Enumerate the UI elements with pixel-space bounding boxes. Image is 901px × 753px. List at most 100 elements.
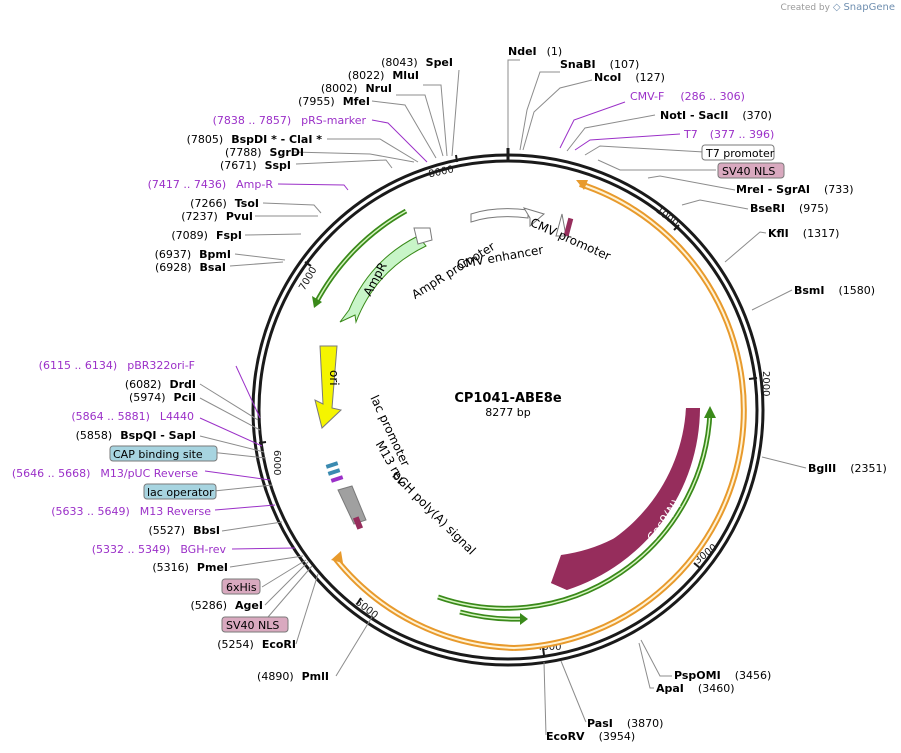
label-bpmi: BpmI bbox=[199, 248, 231, 261]
svg-text:(7671)SspI: (7671)SspI bbox=[220, 159, 291, 172]
label-snabi: SnaBI bbox=[560, 58, 596, 71]
plasmid-size: 8277 bp bbox=[485, 406, 530, 419]
ori-label: ori bbox=[327, 370, 341, 386]
svg-text:(5286)AgeI: (5286)AgeI bbox=[190, 599, 263, 612]
sv40-nls-box-1 bbox=[717, 162, 785, 179]
svg-text:(8043)SpeI: (8043)SpeI bbox=[381, 56, 453, 69]
svg-text:EcoRV(3954): EcoRV(3954) bbox=[546, 730, 635, 743]
label-ncoi: NcoI bbox=[594, 71, 621, 84]
label-ndei: NdeI bbox=[508, 45, 537, 58]
label-pbr322ori-f: pBR322ori-F bbox=[127, 359, 195, 372]
label-prs-marker: pRS-marker bbox=[301, 114, 366, 127]
label-bspqi: BspQI - SapI bbox=[120, 429, 196, 442]
svg-text:MreI - SgrAI(733): MreI - SgrAI(733) bbox=[736, 183, 854, 196]
snapgene-logo-icon: ◇ bbox=[832, 2, 841, 13]
label-sspi: SspI bbox=[265, 159, 291, 172]
label-pspomi: PspOMI bbox=[674, 669, 721, 682]
svg-text:CMV-F(286 .. 306): CMV-F(286 .. 306) bbox=[630, 90, 745, 103]
label-mlui: MluI bbox=[392, 69, 419, 82]
label-fspi: FspI bbox=[216, 229, 242, 242]
label-bglii: BglII bbox=[808, 462, 836, 475]
svg-text:BseRI(975): BseRI(975) bbox=[750, 202, 829, 215]
label-pcii: PciI bbox=[174, 391, 196, 404]
svg-text:(7838 .. 7857)pRS-marker: (7838 .. 7857)pRS-marker bbox=[213, 114, 367, 127]
label-pvui: PvuI bbox=[226, 210, 253, 223]
label-bbsi: BbsI bbox=[193, 524, 220, 537]
svg-text:(5858)BspQI - SapI: (5858)BspQI - SapI bbox=[76, 429, 196, 442]
tick-6000: 6000 bbox=[271, 450, 282, 475]
left-leaders bbox=[199, 69, 460, 677]
snapgene-credit: Created by ◇ SnapGene bbox=[780, 2, 895, 13]
svg-text:(7089)FspI: (7089)FspI bbox=[171, 229, 242, 242]
label-pmei: PmeI bbox=[197, 561, 228, 574]
label-ecori: EcoRI bbox=[262, 638, 296, 651]
right-leaders bbox=[507, 59, 807, 736]
left-boxed-labels: CAP binding site lac operator 6xHis SV40… bbox=[109, 445, 289, 633]
label-nrui: NruI bbox=[365, 82, 392, 95]
svg-text:(4890)PmlI: (4890)PmlI bbox=[257, 670, 329, 683]
plasmid-name: CP1041-ABE8e bbox=[454, 391, 562, 406]
label-bsmi: BsmI bbox=[794, 284, 825, 297]
svg-text:(7237)PvuI: (7237)PvuI bbox=[181, 210, 253, 223]
label-lac-operator: lac operator bbox=[147, 486, 214, 499]
label-t7-promoter: T7 promoter bbox=[705, 147, 775, 160]
svg-text:(7788)SgrDI: (7788)SgrDI bbox=[225, 146, 304, 159]
label-apai: ApaI bbox=[656, 682, 684, 695]
tick-2000: 2000 bbox=[760, 371, 771, 396]
svg-text:(5254)EcoRI: (5254)EcoRI bbox=[217, 638, 296, 651]
svg-text:ApaI(3460): ApaI(3460) bbox=[656, 682, 734, 695]
svg-text:PasI(3870): PasI(3870) bbox=[587, 717, 663, 730]
tick-8000: 8000 bbox=[428, 164, 455, 180]
green-arcs bbox=[312, 208, 716, 625]
svg-text:(8022)MluI: (8022)MluI bbox=[348, 69, 419, 82]
left-labels: (8043)SpeI (8022)MluI (8002)NruI (7955)M… bbox=[12, 56, 453, 683]
svg-text:(5527)BbsI: (5527)BbsI bbox=[149, 524, 220, 537]
ori-feature: ori bbox=[314, 345, 343, 429]
svg-text:(5316)PmeI: (5316)PmeI bbox=[152, 561, 228, 574]
svg-text:T7(377 .. 396): T7(377 .. 396) bbox=[683, 128, 774, 141]
label-sgrdi: SgrDI bbox=[270, 146, 304, 159]
svg-text:(5633 .. 5649)M13 Reverse: (5633 .. 5649)M13 Reverse bbox=[51, 505, 211, 518]
svg-text:PspOMI(3456): PspOMI(3456) bbox=[674, 669, 771, 682]
label-bseri: BseRI bbox=[750, 202, 785, 215]
credit-brand: SnapGene bbox=[843, 2, 895, 13]
svg-text:(6937)BpmI: (6937)BpmI bbox=[155, 248, 231, 261]
svg-text:(7955)MfeI: (7955)MfeI bbox=[298, 95, 370, 108]
cap-binding-site-box bbox=[109, 445, 218, 462]
label-amp-r: Amp-R bbox=[236, 178, 273, 191]
label-m13-puc-reverse: M13/pUC Reverse bbox=[100, 467, 198, 480]
label-cap-binding-site: CAP binding site bbox=[113, 448, 203, 461]
label-cmv-f: CMV-F bbox=[630, 90, 664, 103]
right-labels: NdeI(1) SnaBI(107) NcoI(127) CMV-F(286 .… bbox=[508, 45, 887, 743]
svg-text:(6115 .. 6134)pBR322ori-F: (6115 .. 6134)pBR322ori-F bbox=[39, 359, 195, 372]
label-bgh-rev: BGH-rev bbox=[180, 543, 226, 556]
label-ecorv: EcoRV bbox=[546, 730, 585, 743]
label-noti: NotI - SacII bbox=[660, 109, 728, 122]
label-pasi: PasI bbox=[587, 717, 613, 730]
svg-text:BglII(2351): BglII(2351) bbox=[808, 462, 887, 475]
label-agei: AgeI bbox=[235, 599, 263, 612]
label-mrei: MreI - SgrAI bbox=[736, 183, 810, 196]
label-spei: SpeI bbox=[426, 56, 453, 69]
svg-text:(7417 .. 7436)Amp-R: (7417 .. 7436)Amp-R bbox=[148, 178, 274, 191]
his6-box bbox=[221, 578, 261, 595]
svg-text:(5864 .. 5881)L4440: (5864 .. 5881)L4440 bbox=[71, 410, 194, 423]
svg-text:(5332 .. 5349)BGH-rev: (5332 .. 5349)BGH-rev bbox=[92, 543, 227, 556]
label-6xhis: 6xHis bbox=[226, 581, 257, 594]
label-sv40-nls-1: SV40 NLS bbox=[722, 165, 775, 178]
svg-text:(6082)DrdI: (6082)DrdI bbox=[125, 378, 196, 391]
svg-text:(5974)PciI: (5974)PciI bbox=[129, 391, 196, 404]
label-bspdi: BspDI * - ClaI * bbox=[231, 133, 322, 146]
label-kfli: KflI bbox=[768, 227, 789, 240]
sv40-nls-box-2 bbox=[221, 616, 289, 633]
backbone bbox=[251, 148, 765, 667]
ampr-label: AmpR bbox=[361, 260, 390, 298]
ampr-promoter-label: AmpR promoter bbox=[409, 239, 497, 301]
credit-prefix: Created by bbox=[780, 3, 830, 13]
label-pmli: PmlI bbox=[302, 670, 329, 683]
lac-operator-box bbox=[143, 483, 217, 500]
plasmid-title: CP1041-ABE8e 8277 bp bbox=[454, 391, 562, 419]
svg-text:(8002)NruI: (8002)NruI bbox=[321, 82, 392, 95]
svg-text:(5646 .. 5668)M13/pUC Reverse: (5646 .. 5668)M13/pUC Reverse bbox=[12, 467, 198, 480]
